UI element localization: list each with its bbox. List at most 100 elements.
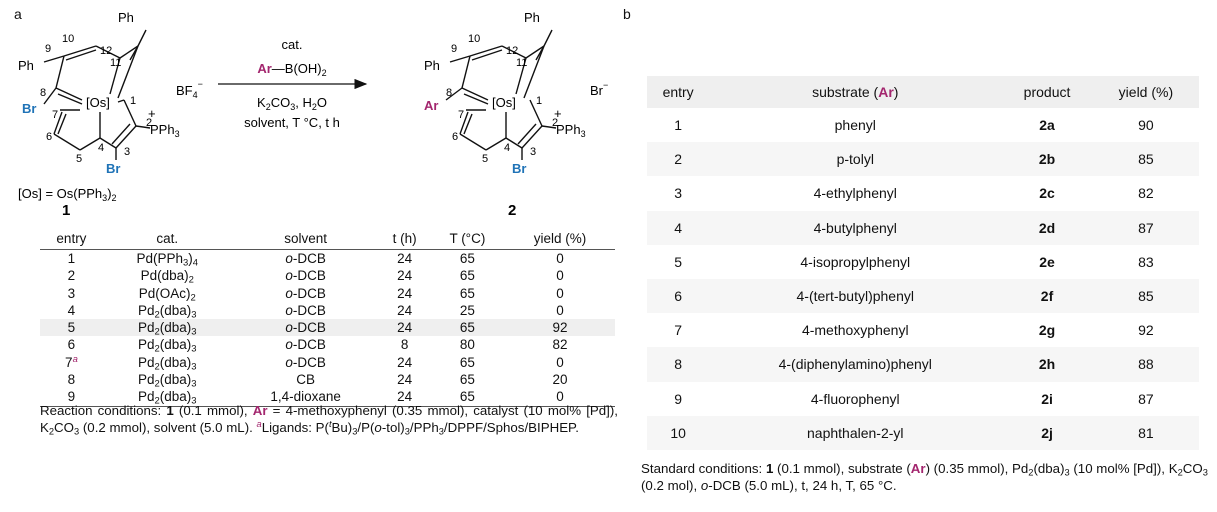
cell-entry: 8	[647, 347, 710, 382]
product-pph3: PPh3	[556, 122, 586, 139]
reaction-conditions-note: Reaction conditions: 1 (0.1 mmol), Ar = …	[40, 403, 618, 437]
svg-text:8: 8	[40, 87, 46, 99]
arrow-solvent: solvent, T °C, t h	[244, 115, 340, 130]
cell-catalyst: Pd2(dba)3	[138, 337, 197, 356]
cell-time: 24	[397, 372, 413, 388]
cell-temp: 80	[459, 337, 475, 353]
svg-text:1: 1	[130, 95, 136, 107]
cell-catalyst: Pd(PPh3)4	[136, 251, 199, 269]
cell-product: 2e	[1039, 253, 1055, 270]
cell-yield: 82	[1138, 185, 1154, 202]
cell-time: 24	[379, 388, 430, 407]
substrate-table-header: entry substrate (Ar) product yield (%)	[647, 76, 1199, 108]
arrow-catalyst: cat.	[282, 37, 303, 52]
cell-entry: 8	[67, 372, 76, 388]
cell-substrate: 4-(diphenylamino)phenyl	[709, 347, 1002, 382]
cell-entry: 4	[67, 302, 76, 318]
cell-temp: 65	[459, 268, 475, 284]
cell-time: 24	[397, 251, 413, 266]
product-counterion: Br−	[590, 80, 608, 98]
svg-text:11: 11	[110, 57, 121, 69]
svg-text:9: 9	[451, 43, 457, 55]
cell-entry: 6	[647, 278, 710, 314]
reactant-br-bottom: Br	[106, 161, 120, 176]
cell-time: 24	[379, 319, 430, 337]
cell-yield: 0	[556, 285, 564, 301]
cell-catalyst: Pd2(dba)3	[102, 388, 232, 407]
optimization-table-header: entry cat. solvent t (h) T (°C) yield (%…	[40, 230, 615, 250]
svg-text:2: 2	[552, 117, 558, 129]
cell-yield: 83	[1138, 253, 1154, 270]
substrate-table-row: 3 4-ethylphenyl 2c 82	[647, 176, 1199, 210]
cell-entry: 7	[674, 322, 683, 339]
cell-entry: 2	[647, 142, 710, 177]
col-entry-b: entry	[647, 76, 710, 108]
cell-time: 24	[397, 285, 413, 301]
reactant-ph-left: Ph	[18, 58, 34, 73]
col-yield-b: yield (%)	[1092, 76, 1199, 108]
reactant-atom-numbers: 1 2 3 4 5 6 7 8 9 10 11 12	[40, 33, 152, 165]
arrow-base: K2CO3, H2O	[257, 95, 327, 112]
col-time: t (h)	[379, 230, 430, 250]
cell-entry: 9	[674, 390, 683, 407]
panel-label-a: a	[14, 6, 22, 22]
svg-text:10: 10	[62, 33, 74, 45]
cell-entry: 5	[40, 319, 103, 337]
svg-text:9: 9	[45, 43, 51, 55]
cell-yield: 85	[1092, 142, 1199, 177]
cell-temp: 65	[459, 354, 475, 370]
cell-substrate: 4-ethylphenyl	[813, 185, 897, 202]
cell-yield: 0	[556, 354, 564, 370]
cell-yield: 85	[1092, 278, 1199, 314]
col-cat: cat.	[102, 230, 232, 250]
svg-text:6: 6	[452, 131, 458, 143]
svg-text:4: 4	[504, 142, 510, 154]
cell-product: 2c	[1039, 185, 1055, 202]
cell-catalyst: Pd2(dba)3	[138, 354, 197, 373]
reactant-os: [Os]	[86, 95, 110, 110]
svg-text:12: 12	[506, 45, 518, 57]
standard-conditions-note: Standard conditions: 1 (0.1 mmol), subst…	[641, 461, 1208, 493]
cell-entry: 6	[67, 337, 76, 353]
col-substrate: substrate (Ar)	[709, 76, 1002, 108]
cell-solvent: o-DCB	[285, 268, 326, 284]
cell-time: 24	[397, 268, 413, 284]
cell-product: 2j	[1001, 415, 1093, 450]
cell-substrate: 4-(tert-butyl)phenyl	[709, 278, 1002, 314]
cell-solvent: o-DCB	[285, 251, 326, 266]
cell-temp: 65	[459, 251, 475, 266]
col-entry: entry	[40, 230, 103, 250]
cell-yield: 87	[1092, 210, 1199, 245]
reactant-structure	[43, 29, 151, 160]
svg-text:5: 5	[76, 153, 82, 165]
cell-substrate: 4-isopropylphenyl	[800, 253, 911, 270]
svg-text:12: 12	[100, 45, 112, 57]
cell-catalyst: Pd2(dba)3	[102, 319, 232, 337]
svg-text:1: 1	[536, 95, 542, 107]
svg-text:7: 7	[52, 109, 58, 121]
reactant-plus: +	[148, 106, 156, 121]
cell-entry: 2	[67, 268, 76, 284]
product-ph-top: Ph	[524, 10, 540, 25]
cell-catalyst: Pd(OAc)2	[138, 285, 196, 304]
cell-product: 2g	[1038, 322, 1056, 339]
cell-substrate: p-tolyl	[709, 142, 1002, 177]
cell-solvent: 1,4-dioxane	[231, 388, 380, 407]
cell-entry: 3	[674, 185, 683, 202]
reaction-scheme: Ph Ph [Os] Br Br PPh3 + BF4− 1 2 3 4 5 6…	[18, 10, 608, 219]
cell-entry: 1	[67, 251, 76, 266]
svg-text:11: 11	[516, 57, 527, 69]
product-ar: Ar	[424, 98, 438, 113]
product-structure	[445, 29, 557, 160]
svg-text:3: 3	[530, 146, 536, 158]
cell-entry: 10	[647, 415, 710, 450]
